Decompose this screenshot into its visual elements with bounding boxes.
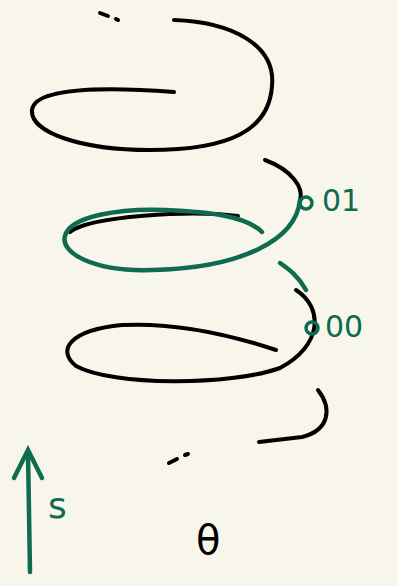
arrow-head (14, 450, 42, 478)
point-marker (306, 322, 318, 334)
helix-coil (67, 290, 314, 381)
helix-coil (259, 390, 326, 442)
continuation-mark (100, 13, 108, 16)
point-marker (300, 197, 312, 209)
continuation-mark (116, 19, 118, 20)
angle-label: θ (196, 520, 220, 560)
helix-coil-highlight (280, 263, 306, 290)
helix-coils (32, 13, 327, 463)
continuation-mark (169, 459, 177, 463)
helix-coil (32, 20, 272, 150)
continuation-mark (185, 454, 188, 455)
coil-index-label: 00 (325, 312, 363, 342)
axis-arrow (28, 452, 30, 572)
coil-index-label: 01 (322, 186, 360, 216)
helix-coil-highlight (64, 200, 300, 270)
axis-label: s (48, 488, 67, 524)
helix-coil (265, 160, 301, 200)
highlighted-coil (14, 197, 318, 572)
